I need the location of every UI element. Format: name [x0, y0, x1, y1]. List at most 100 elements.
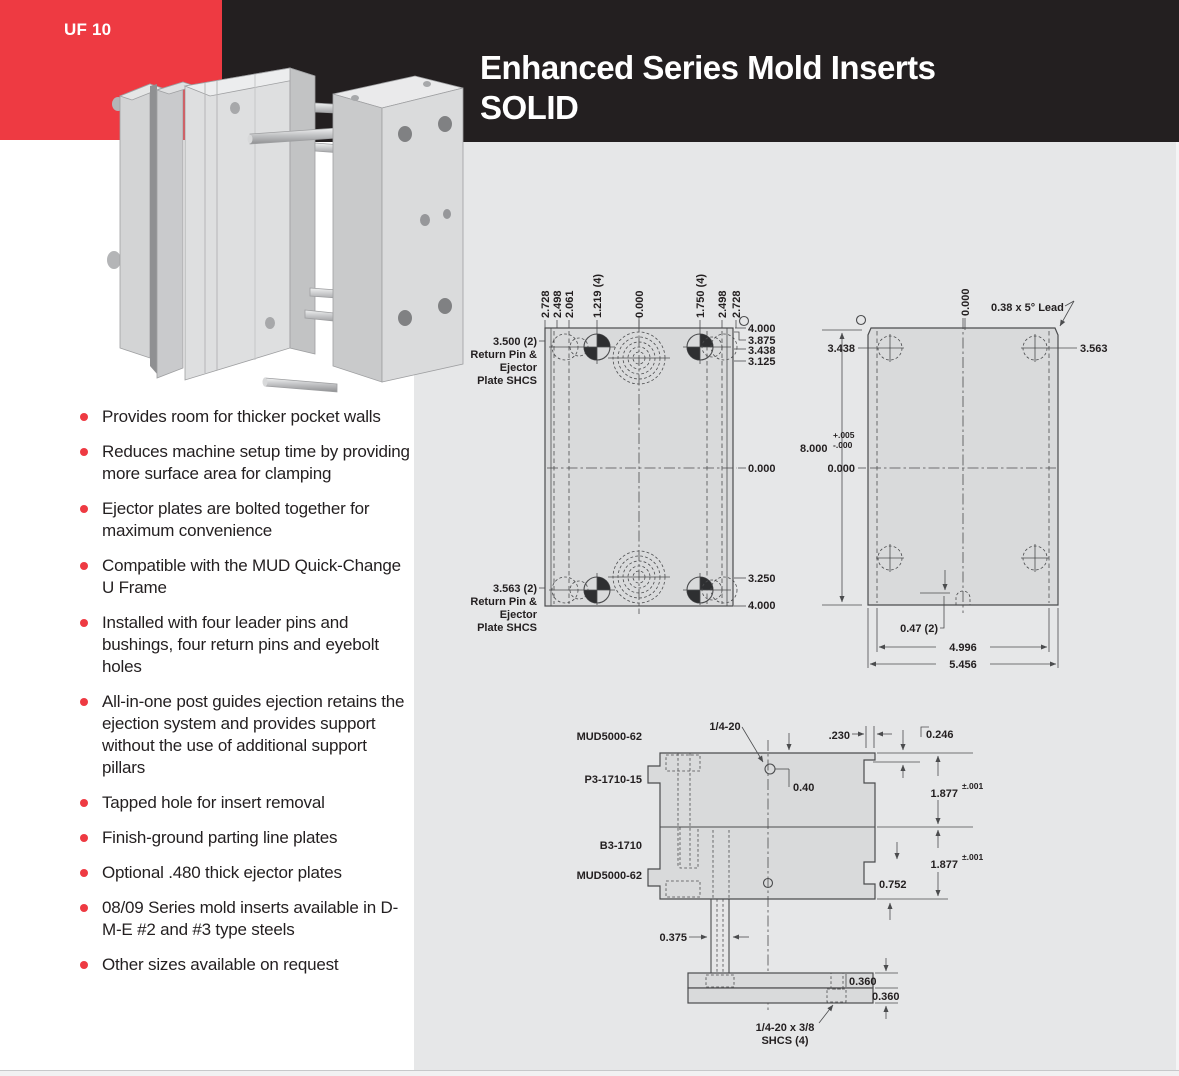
- feature-text: Ejector plates are bolted together for m…: [102, 499, 370, 540]
- bullet-icon: [80, 505, 88, 513]
- bullet-icon: [80, 904, 88, 912]
- right-mold-half: [247, 75, 464, 393]
- list-item: All-in-one post guides ejection retains …: [80, 691, 410, 779]
- feature-text: Provides room for thicker pocket walls: [102, 407, 381, 426]
- dim-label: 3.875: [748, 335, 776, 347]
- dim-label: 2.728: [731, 290, 743, 318]
- feature-list: Provides room for thicker pocket walls R…: [80, 406, 410, 989]
- dim-label: 1.219 (4): [592, 274, 604, 318]
- lead-note: 0.38 x 5° Lead: [991, 302, 1064, 314]
- part-label: MUD5000-62: [577, 731, 642, 743]
- dim-label: 0.360: [849, 976, 877, 988]
- dim-label: 0.752: [879, 879, 907, 891]
- list-item: Compatible with the MUD Quick-Change U F…: [80, 555, 410, 599]
- dim-label: 4.000: [748, 323, 776, 335]
- dim-label: 2.498: [552, 290, 564, 318]
- callout-label: Ejector: [500, 609, 538, 621]
- callout-label: Return Pin &: [470, 349, 537, 361]
- page-title-line1: Enhanced Series Mold Inserts: [480, 49, 936, 86]
- bullet-icon: [80, 448, 88, 456]
- tolerance-label: +.005: [833, 430, 855, 440]
- list-item: Reduces machine setup time by providing …: [80, 441, 410, 485]
- list-item: Tapped hole for insert removal: [80, 792, 410, 814]
- dim-label: 2.061: [564, 290, 576, 318]
- callout-label: 3.500 (2): [493, 336, 537, 348]
- page-code: UF 10: [64, 20, 112, 39]
- page-title-line2: SOLID: [480, 89, 579, 126]
- list-item: 08/09 Series mold inserts available in D…: [80, 897, 410, 941]
- dim-label: 4.000: [748, 600, 776, 612]
- dim-label: 3.563: [1080, 343, 1108, 355]
- side-view-drawing: 0.000 0.38 x 5° Lead 3.438 3.563 8.000 +…: [800, 288, 1108, 671]
- tolerance-label: ±.001: [962, 781, 983, 791]
- dim-label: 0.000: [634, 290, 646, 318]
- dim-label: 3.125: [748, 356, 776, 368]
- product-photo: [107, 67, 464, 393]
- part-label: MUD5000-62: [577, 870, 642, 882]
- dim-label: 8.000: [800, 443, 828, 455]
- callout-label: 3.563 (2): [493, 583, 537, 595]
- feature-text: Finish-ground parting line plates: [102, 828, 338, 847]
- list-item: Provides room for thicker pocket walls: [80, 406, 410, 428]
- bullet-icon: [80, 413, 88, 421]
- callout-label: Ejector: [500, 362, 538, 374]
- bullet-icon: [80, 834, 88, 842]
- dim-label: 3.438: [748, 345, 776, 357]
- front-view-geometry: [539, 315, 750, 614]
- page-title: Enhanced Series Mold Inserts SOLID: [480, 48, 936, 128]
- feature-text: Optional .480 thick ejector plates: [102, 863, 342, 882]
- front-view-labels: 2.728 2.498 2.061 1.219 (4) 0.000 1.750 …: [470, 274, 775, 634]
- dim-label: 1.877: [930, 788, 958, 800]
- feature-text: Tapped hole for insert removal: [102, 793, 325, 812]
- dim-label: 0.47 (2): [900, 623, 938, 635]
- dim-label: 4.996: [949, 642, 977, 654]
- part-label: B3-1710: [600, 840, 642, 852]
- page-bottom-strip: [0, 1071, 1179, 1076]
- section-view-geometry: [647, 726, 973, 1024]
- shcs-label: SHCS (4): [761, 1035, 808, 1047]
- list-item: Installed with four leader pins and bush…: [80, 612, 410, 678]
- list-item: Other sizes available on request: [80, 954, 410, 976]
- front-view-drawing: 2.728 2.498 2.061 1.219 (4) 0.000 1.750 …: [470, 274, 775, 634]
- callout-label: Plate SHCS: [477, 622, 537, 634]
- dim-label: 0.375: [659, 932, 687, 944]
- drawings-panel-background: [414, 142, 1179, 1071]
- dim-label: 2.728: [540, 290, 552, 318]
- tap-label: 1/4-20: [709, 721, 740, 733]
- section-view-labels: MUD5000-62 P3-1710-15 B3-1710 MUD5000-62…: [577, 721, 984, 1047]
- dim-label: 3.438: [827, 343, 855, 355]
- feature-text: 08/09 Series mold inserts available in D…: [102, 898, 399, 939]
- side-view-geometry: [822, 300, 1077, 668]
- dim-label: 0.000: [748, 463, 776, 475]
- dim-label: 3.250: [748, 573, 776, 585]
- dim-label: 0.360: [872, 991, 900, 1003]
- dim-label: 0.000: [827, 463, 855, 475]
- dim-label: 1.750 (4): [695, 274, 707, 318]
- shcs-label: 1/4-20 x 3/8: [756, 1022, 815, 1034]
- eyebolt-hole: [855, 314, 867, 326]
- feature-text: Compatible with the MUD Quick-Change U F…: [102, 556, 401, 597]
- feature-text: Other sizes available on request: [102, 955, 339, 974]
- list-item: Ejector plates are bolted together for m…: [80, 498, 410, 542]
- part-label: P3-1710-15: [585, 774, 643, 786]
- dim-label: .230: [829, 730, 850, 742]
- dim-label: 5.456: [949, 659, 977, 671]
- eyebolt-hole: [738, 315, 750, 327]
- feature-text: All-in-one post guides ejection retains …: [102, 692, 405, 777]
- feature-text: Installed with four leader pins and bush…: [102, 613, 379, 676]
- dim-label: 1.877: [930, 859, 958, 871]
- list-item: Optional .480 thick ejector plates: [80, 862, 410, 884]
- dim-label: 0.246: [926, 729, 954, 741]
- bullet-icon: [80, 799, 88, 807]
- bullet-icon: [80, 869, 88, 877]
- feature-text: Reduces machine setup time by providing …: [102, 442, 410, 483]
- tolerance-label: -.000: [833, 440, 853, 450]
- dim-label: 2.498: [717, 290, 729, 318]
- page-edge: [1176, 142, 1179, 1076]
- callout-label: Plate SHCS: [477, 375, 537, 387]
- bullet-icon: [80, 619, 88, 627]
- side-view-labels: 0.000 0.38 x 5° Lead 3.438 3.563 8.000 +…: [800, 288, 1108, 671]
- bullet-icon: [80, 961, 88, 969]
- list-item: Finish-ground parting line plates: [80, 827, 410, 849]
